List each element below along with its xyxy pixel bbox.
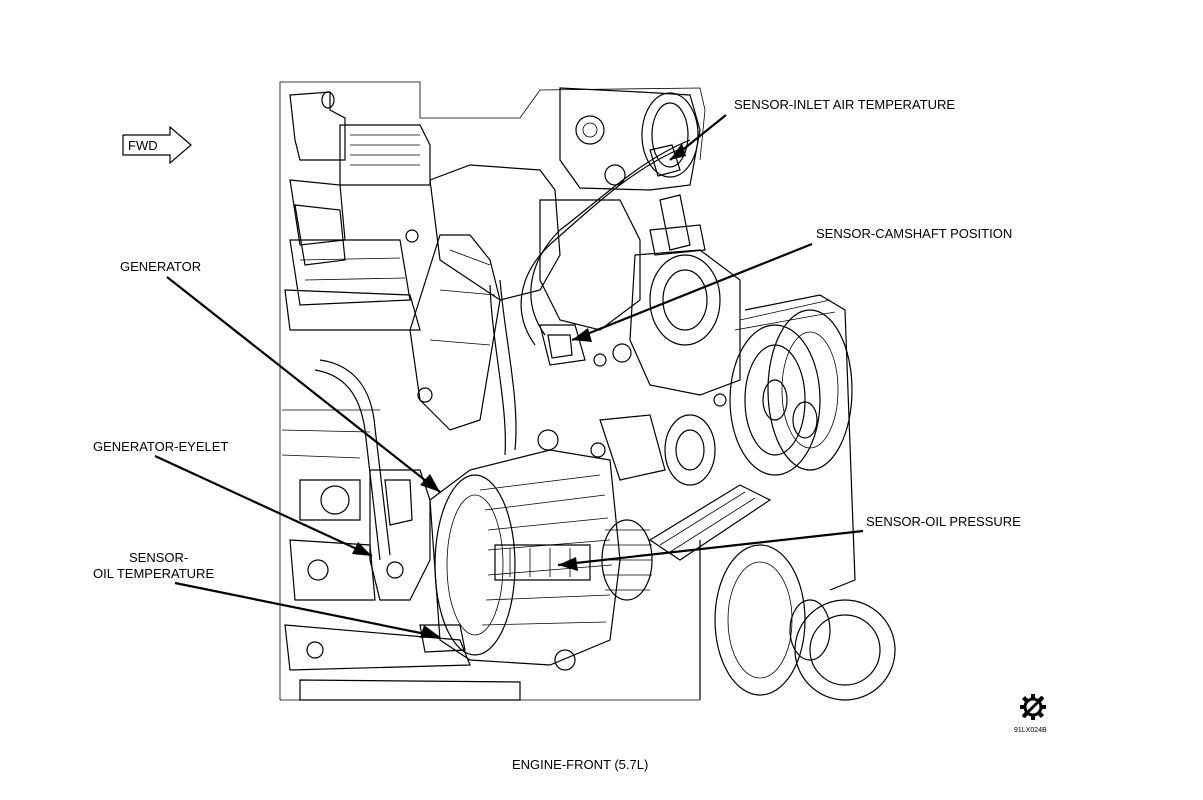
arrowhead-generator-eyelet (352, 542, 372, 556)
arrowhead-camshaft-position (572, 328, 592, 342)
label-oil-temperature-line1: SENSOR- (129, 550, 188, 565)
label-oil-temperature-line2: OIL TEMPERATURE (93, 566, 214, 581)
leader-lines (154, 114, 864, 639)
fwd-arrow: FWD (122, 125, 192, 165)
arrowhead-oil-pressure (558, 557, 578, 571)
leader-oil-temperature (174, 581, 441, 639)
leader-oil-pressure (557, 529, 864, 567)
gear-slash-icon (1020, 694, 1046, 720)
engine-illustration (279, 81, 896, 701)
label-oil-pressure: SENSOR-OIL PRESSURE (866, 514, 1021, 529)
leader-generator (166, 276, 441, 493)
label-inlet-air-temperature: SENSOR-INLET AIR TEMPERATURE (734, 97, 955, 112)
leader-generator-eyelet (154, 455, 373, 557)
figure-caption: ENGINE-FRONT (5.7L) (512, 757, 648, 772)
label-camshaft-position: SENSOR-CAMSHAFT POSITION (816, 226, 1012, 241)
label-generator-eyelet: GENERATOR-EYELET (93, 439, 228, 454)
figure-id: 91LX024B (1014, 727, 1047, 734)
arrowhead-inlet-air-temperature (670, 143, 686, 160)
label-generator: GENERATOR (120, 259, 201, 274)
arrowhead-generator (420, 474, 440, 492)
callout-labels: SENSOR-INLET AIR TEMPERATURE SENSOR-CAMS… (93, 97, 1021, 581)
arrowhead-oil-temperature (420, 625, 440, 638)
fwd-label: FWD (128, 138, 158, 153)
leader-camshaft-position (571, 242, 813, 342)
